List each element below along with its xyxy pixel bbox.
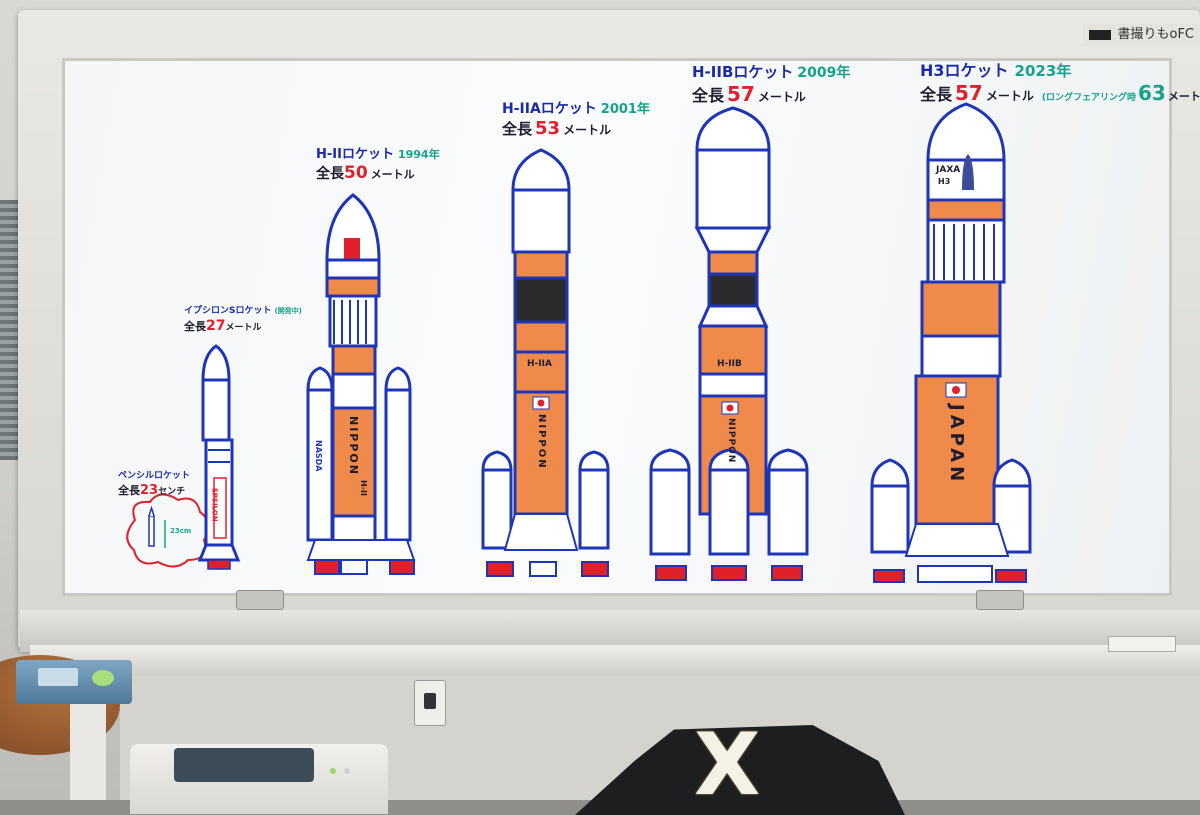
h2a-rocket-title: H-IIAロケット <box>502 101 597 117</box>
h2b-rocket-title: H-IIBロケット <box>692 63 793 81</box>
h3-extra-value: 63 <box>1138 81 1166 105</box>
board-clip-right[interactable] <box>976 590 1024 610</box>
h2b-body-text: NIPPON <box>725 418 735 463</box>
h3-rocket-title: H3ロケット <box>920 61 1009 80</box>
h3-length-label: 全長 <box>920 85 952 104</box>
scale-stand <box>70 700 106 800</box>
pencil-bubble-note: 23cm <box>170 528 191 536</box>
h2a-length-unit: メートル <box>563 123 611 137</box>
h2b-length-unit: メートル <box>758 90 806 104</box>
h2-length-unit: メートル <box>371 168 415 181</box>
h2a-length-label: 全長 <box>502 120 532 138</box>
h3-fairing-text: JAXA <box>936 166 960 176</box>
h2-length-value: 50 <box>344 163 368 183</box>
h2-body-text: NIPPON <box>347 416 359 476</box>
epsilon-length-label: 全長 <box>184 320 206 333</box>
printer-status-light <box>330 768 336 774</box>
epsilon-length-value: 27 <box>206 318 225 334</box>
h2b-stage-text: H-IIB <box>717 360 742 370</box>
board-clip-left[interactable] <box>236 590 284 610</box>
epsilon-rocket-label: イプシロンSロケット(開発中) 全長27メートル <box>184 307 302 334</box>
h2-length-label: 全長 <box>316 166 344 182</box>
epsilon-rocket-title: イプシロンSロケット <box>184 306 271 316</box>
socket-slot-icon <box>424 693 436 709</box>
epsilon-body-text: EPSILON <box>210 488 218 522</box>
h3-extra-note: (ロングフェアリング時 <box>1042 93 1136 103</box>
pencil-rocket-drawing <box>127 494 208 566</box>
h3-extra-unit: メートル) <box>1168 90 1200 103</box>
pencil-rocket-title: ペンシルロケット <box>118 472 190 482</box>
h3-body-text: JAPAN <box>946 404 966 485</box>
scale-button[interactable] <box>92 670 114 686</box>
printer <box>130 744 388 814</box>
h3-length-unit: メートル <box>986 89 1034 103</box>
h2b-length-label: 全長 <box>692 86 724 105</box>
pencil-length-value: 23 <box>140 483 158 498</box>
scale-display <box>38 668 78 686</box>
h2-booster-text: NASDA <box>313 440 322 471</box>
pencil-rocket-label: ペンシルロケット 全長23センチ <box>118 472 190 498</box>
epsilon-rocket-drawing <box>200 346 238 569</box>
h2a-rocket-year: 2001年 <box>601 102 650 117</box>
epsilon-rocket-status: (開発中) <box>274 307 301 315</box>
h3-length-value: 57 <box>955 81 983 105</box>
pencil-length-label: 全長 <box>118 484 140 497</box>
h2-body-text-2: H-II <box>358 480 367 496</box>
digital-scale <box>16 660 132 704</box>
h2-rocket-drawing <box>308 195 414 574</box>
printer-light-2 <box>344 768 350 774</box>
h2b-rocket-drawing <box>651 108 807 580</box>
h2-rocket-title: H-IIロケット <box>316 147 394 162</box>
h2b-length-value: 57 <box>727 82 755 106</box>
pencil-length-unit: センチ <box>158 487 185 497</box>
h2-rocket-year: 1994年 <box>398 148 440 161</box>
wall-socket <box>414 680 446 726</box>
marker-tray <box>30 645 1200 677</box>
h2a-stage-text: H-IIA <box>527 360 552 370</box>
epsilon-length-unit: メートル <box>225 323 261 333</box>
h2a-length-value: 53 <box>535 118 560 139</box>
h2a-body-text: NIPPON <box>536 414 547 470</box>
h2b-rocket-year: 2009年 <box>797 65 850 81</box>
h3-rocket-year: 2023年 <box>1015 62 1072 80</box>
board-sticker <box>1108 636 1176 652</box>
x-mark: X <box>694 722 760 808</box>
h3-fairing-text-2: H3 <box>938 178 950 187</box>
printer-lid[interactable] <box>174 748 314 782</box>
